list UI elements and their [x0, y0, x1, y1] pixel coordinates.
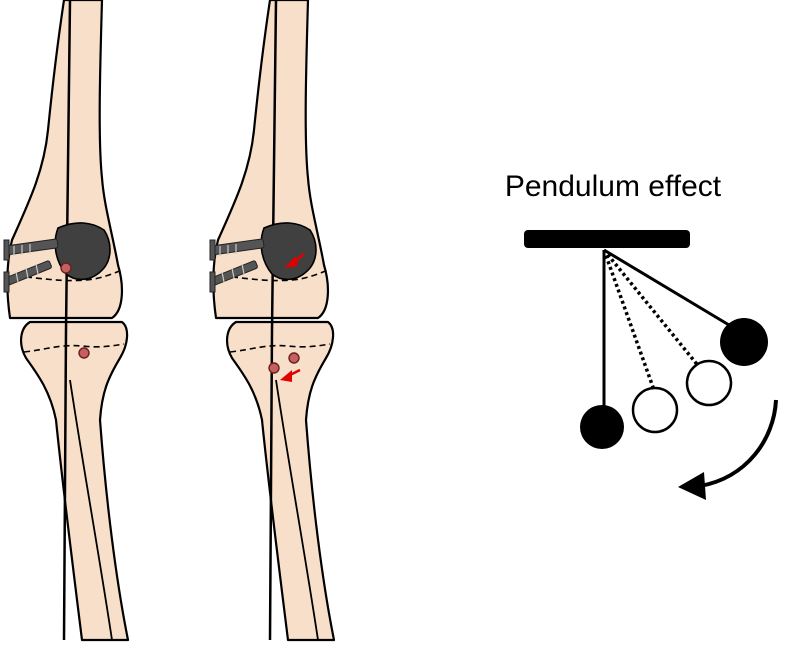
knee-after	[209, 0, 336, 642]
femoral-marker	[60, 262, 72, 274]
tibial-marker-1	[288, 352, 300, 364]
red-arrow-icon	[284, 253, 305, 268]
tibial-marker-2	[268, 362, 280, 374]
tibial-marker	[78, 347, 90, 359]
pendulum-title: Pendulum effect	[504, 170, 722, 203]
knee-before	[3, 0, 130, 642]
pendulum-icon	[524, 230, 768, 449]
red-arrow-icon	[280, 368, 301, 382]
curved-arrow-icon	[678, 399, 778, 500]
